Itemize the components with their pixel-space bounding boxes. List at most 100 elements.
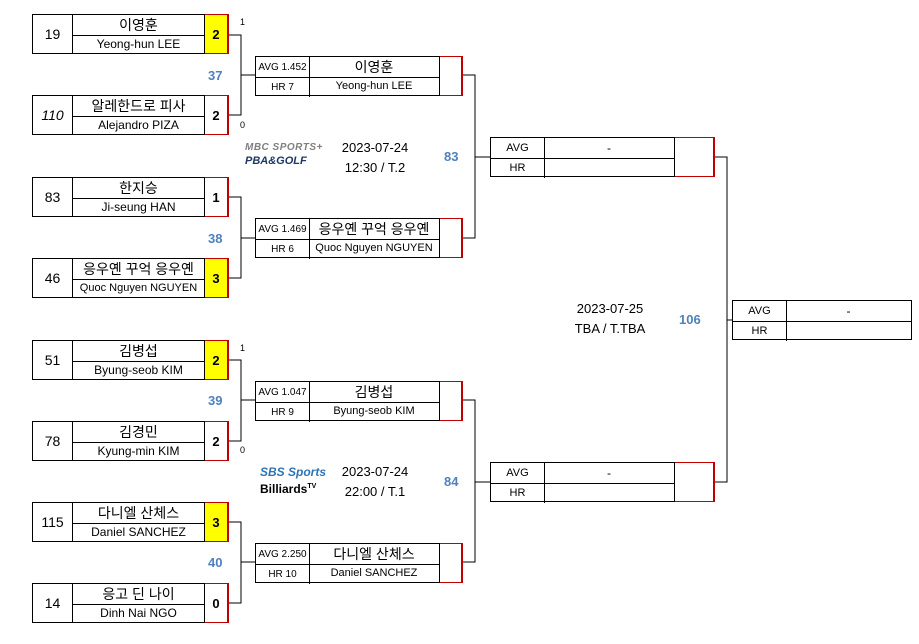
player-name-korean: 김병섭	[309, 382, 439, 403]
seed-label: 46	[44, 270, 61, 286]
seed-number: 51	[32, 340, 73, 380]
hr-label: HR	[733, 321, 787, 341]
player-name-korean: 알레한드로 피사	[73, 96, 204, 117]
semifinal-box: AVG HR -	[490, 462, 675, 503]
seed-label: 51	[44, 352, 61, 368]
player-name-korean: 응고 딘 나이	[73, 584, 204, 605]
player-name-box: 이영훈 Yeong-hun LEE	[73, 14, 205, 54]
seed-number: 19	[32, 14, 73, 54]
logo-text: BilliardsTV	[260, 479, 330, 497]
semifinal-score-box	[675, 137, 715, 177]
round2-score-box	[440, 381, 463, 421]
avg-label: AVG	[491, 138, 545, 159]
player-name-korean: 이영훈	[73, 15, 204, 36]
score-box: 2	[205, 421, 229, 461]
match-number: 84	[444, 474, 459, 489]
tiebreak-score: 1	[240, 343, 246, 353]
avg-label: AVG	[733, 301, 787, 322]
player-name-box: 김병섭 Byung-seob KIM	[73, 340, 205, 380]
score-box: 3	[205, 258, 229, 298]
round2-score-box	[440, 56, 463, 96]
player-name-box: 다니엘 산체스 Daniel SANCHEZ	[73, 502, 205, 542]
player-name-english: Daniel SANCHEZ	[91, 525, 186, 539]
semifinal-box: AVG HR -	[490, 137, 675, 178]
semifinal-player: -	[544, 463, 674, 484]
hr-label: HR 10	[256, 564, 310, 584]
final-player-en	[786, 321, 911, 339]
seed-number: 14	[32, 583, 73, 623]
player-name-korean: 한지승	[73, 178, 204, 199]
player-name-korean: 응우옌 꾸억 응우옌	[73, 259, 204, 280]
player-name-english: Byung-seob KIM	[333, 405, 415, 417]
avg-label: AVG	[491, 463, 545, 484]
score-box: 2	[205, 340, 229, 380]
seed-label: 19	[44, 26, 61, 42]
player-name-box: 응고 딘 나이 Dinh Nai NGO	[73, 583, 205, 623]
player-name-box: 응우옌 꾸억 응우옌 Quoc Nguyen NGUYEN	[73, 258, 205, 298]
seed-label: 14	[44, 595, 61, 611]
schedule-final: 2023-07-25 TBA / T.TBA	[560, 299, 660, 339]
hr-label: HR	[491, 483, 545, 503]
player-name-korean: 김병섭	[73, 341, 204, 362]
schedule-top: 2023-07-24 12:30 / T.2	[330, 138, 420, 178]
player-name-english: Byung-seob KIM	[94, 363, 183, 377]
round2-player-box: AVG 1.469 HR 6 응우옌 꾸억 응우옌 Quoc Nguyen NG…	[255, 218, 440, 259]
schedule-time: 12:30 / T.2	[344, 160, 406, 175]
seed-number: 78	[32, 421, 73, 461]
schedule-date: 2023-07-24	[341, 464, 409, 479]
player-name-english: Daniel SANCHEZ	[330, 567, 418, 579]
semifinal-player-en	[544, 158, 674, 176]
seed-number: 110	[32, 95, 73, 135]
match-number: 39	[208, 393, 223, 408]
score-box: 1	[205, 177, 229, 217]
hr-label: HR 9	[256, 402, 310, 422]
seed-label: 83	[44, 189, 61, 205]
tiebreak-score: 0	[240, 120, 246, 130]
player-name-box: 한지승 Ji-seung HAN	[73, 177, 205, 217]
round2-score-box	[440, 218, 463, 258]
player-name-korean: 다니엘 산체스	[309, 544, 439, 565]
avg-label: AVG 1.452	[256, 57, 310, 78]
player-name-english: Quoc Nguyen NGUYEN	[79, 282, 198, 294]
seed-number: 115	[32, 502, 73, 542]
player-name-english: Dinh Nai NGO	[100, 606, 177, 620]
match-number: 40	[208, 555, 223, 570]
final-player: -	[786, 301, 911, 322]
player-name-english: Quoc Nguyen NGUYEN	[315, 242, 433, 254]
score-box: 2	[205, 14, 229, 54]
avg-label: AVG 1.047	[256, 382, 310, 403]
avg-label: AVG 2.250	[256, 544, 310, 565]
seed-label: 115	[41, 514, 64, 530]
match-number: 106	[679, 312, 701, 327]
player-name-korean: 이영훈	[309, 57, 439, 78]
player-name-box: 김경민 Kyung-min KIM	[73, 421, 205, 461]
semifinal-score-box	[675, 462, 715, 502]
seed-label: 110	[41, 107, 64, 123]
tiebreak-score: 0	[240, 445, 246, 455]
schedule-time: TBA / T.TBA	[574, 321, 646, 336]
score-box: 0	[205, 583, 229, 623]
match-number: 38	[208, 231, 223, 246]
hr-label: HR	[491, 158, 545, 178]
player-name-english: Alejandro PIZA	[98, 118, 179, 132]
round2-player-box: AVG 2.250 HR 10 다니엘 산체스 Daniel SANCHEZ	[255, 543, 440, 584]
logo-text: MBC SPORTS+	[245, 142, 323, 153]
player-name-box: 알레한드로 피사 Alejandro PIZA	[73, 95, 205, 135]
player-name-korean: 김경민	[73, 422, 204, 443]
player-name-english: Yeong-hun LEE	[96, 37, 181, 51]
schedule-bottom: 2023-07-24 22:00 / T.1	[330, 462, 420, 502]
player-name-korean: 다니엘 산체스	[73, 503, 204, 524]
tiebreak-score: 1	[240, 17, 246, 27]
logo-text: SBS Sports	[260, 465, 327, 479]
final-box: AVG HR -	[732, 300, 912, 341]
hr-label: HR 6	[256, 239, 310, 259]
logo-tv: TV	[307, 483, 317, 490]
semifinal-player-en	[544, 483, 674, 501]
sbs-sports-logo: SBS Sports BilliardsTV	[260, 465, 330, 499]
round2-player-box: AVG 1.047 HR 9 김병섭 Byung-seob KIM	[255, 381, 440, 422]
seed-number: 46	[32, 258, 73, 298]
schedule-time: 22:00 / T.1	[344, 484, 406, 499]
player-name-english: Ji-seung HAN	[101, 200, 176, 214]
semifinal-player: -	[544, 138, 674, 159]
